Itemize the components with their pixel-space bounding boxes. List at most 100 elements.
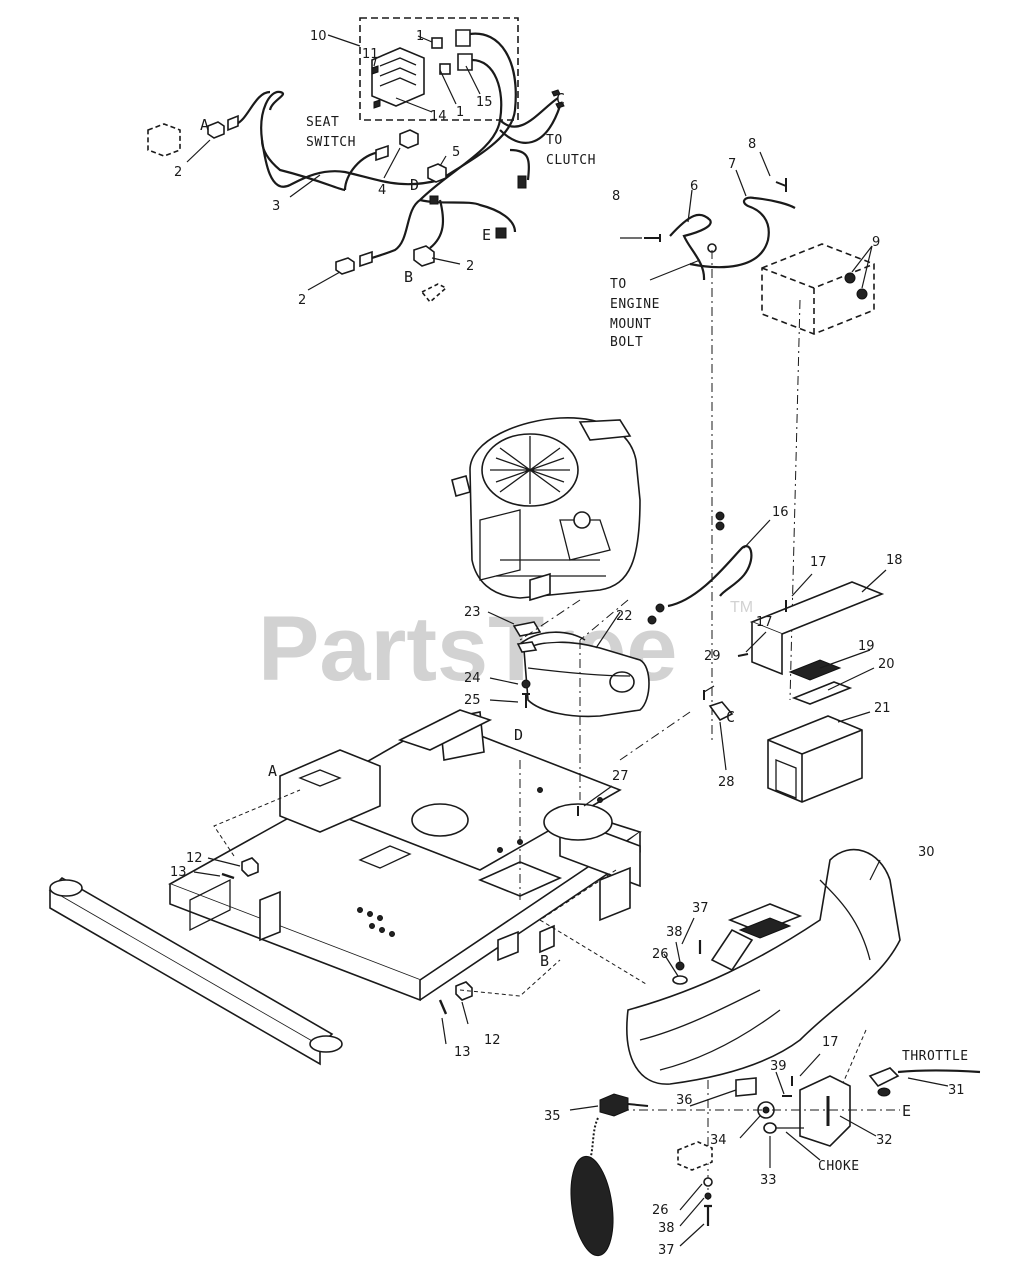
callout-31: 31 xyxy=(948,1083,965,1098)
callout-12b: 12 xyxy=(484,1033,501,1048)
relay-15 xyxy=(455,29,473,71)
callout-5: 5 xyxy=(452,145,460,160)
bolt-25 xyxy=(522,693,530,708)
text-labels: SEAT SWITCH TO CLUTCH TO ENGINE MOUNT BO… xyxy=(306,115,968,1174)
letter-c-bracket: C xyxy=(726,708,735,726)
seat-switch-label-1: SEAT xyxy=(306,115,339,130)
wiring-harness-group xyxy=(147,17,565,304)
callout-4: 4 xyxy=(378,183,386,198)
control-panel-group xyxy=(569,1053,981,1257)
engine-group xyxy=(451,417,641,602)
console-group xyxy=(539,848,901,1200)
cable-16-group xyxy=(647,511,771,771)
letter-e-top: E xyxy=(482,226,491,244)
washer-38b xyxy=(704,1192,712,1200)
switch-2a xyxy=(207,121,225,139)
callout-26a: 26 xyxy=(652,947,669,962)
callout-16: 16 xyxy=(772,505,789,520)
callout-22: 22 xyxy=(616,609,633,624)
callout-32: 32 xyxy=(876,1133,893,1148)
callout-18: 18 xyxy=(886,553,903,568)
callout-17c: 17 xyxy=(822,1035,839,1050)
console-30 xyxy=(626,848,901,1085)
letter-d-frame: D xyxy=(514,726,523,744)
battery-ghost xyxy=(761,243,875,335)
letter-b-frame: B xyxy=(540,952,549,970)
letter-a-top: A xyxy=(200,116,209,134)
callout-3: 3 xyxy=(272,199,280,214)
switch-2c xyxy=(335,257,355,275)
key-fob xyxy=(570,1155,614,1257)
battery-21 xyxy=(767,715,863,803)
oil-fill xyxy=(451,475,471,497)
fuse-11 xyxy=(371,65,381,109)
pad-20 xyxy=(791,681,853,705)
callout-30: 30 xyxy=(918,845,935,860)
bolt-37b xyxy=(704,1204,712,1226)
callout-36: 36 xyxy=(676,1093,693,1108)
callout-20: 20 xyxy=(878,657,895,672)
callout-13b: 13 xyxy=(454,1045,471,1060)
pto-switch-ghost xyxy=(147,123,181,157)
side-plate-a xyxy=(279,749,381,833)
callout-33: 33 xyxy=(760,1173,777,1188)
callout-19: 19 xyxy=(858,639,875,654)
bracket-32 xyxy=(799,1075,851,1147)
letter-b-top: B xyxy=(404,268,413,286)
seat-switch-label-2: SWITCH xyxy=(306,135,356,150)
letter-d-top: D xyxy=(410,176,419,194)
callout-7: 7 xyxy=(728,157,736,172)
bolt-13b xyxy=(438,999,448,1015)
gasket-23 xyxy=(512,621,542,637)
callout-29: 29 xyxy=(704,649,721,664)
frame-group xyxy=(48,640,691,1066)
clip-12a xyxy=(241,857,259,877)
callout-24: 24 xyxy=(464,671,481,686)
callout-6: 6 xyxy=(690,179,698,194)
callout-9: 9 xyxy=(872,235,880,250)
connector-a xyxy=(227,114,239,132)
muffler xyxy=(523,641,650,718)
letter-a-frame: A xyxy=(268,762,277,780)
letter-c-top: C xyxy=(556,90,565,108)
relay-1b xyxy=(439,63,451,75)
callout-38a: 38 xyxy=(666,925,683,940)
reference-letters: A A B B C C D D E E xyxy=(200,90,911,1120)
key-35 xyxy=(599,1093,629,1117)
bolt-13a xyxy=(221,872,235,880)
callout-1b: 1 xyxy=(456,105,464,120)
clip-12b xyxy=(455,981,473,1001)
callout-10: 10 xyxy=(310,29,327,44)
callout-27: 27 xyxy=(612,769,629,784)
bracket-28 xyxy=(708,701,734,722)
callout-numbers: 1 1 2 2 2 3 4 5 6 7 8 8 9 10 11 12 12 13… xyxy=(170,29,965,1258)
callout-14: 14 xyxy=(430,109,447,124)
callout-2b: 2 xyxy=(466,259,474,274)
callout-35: 35 xyxy=(544,1109,561,1124)
callout-1a: 1 xyxy=(416,29,424,44)
callout-2c: 2 xyxy=(298,293,306,308)
callout-26b: 26 xyxy=(652,1203,669,1218)
engine-mount-label-2: ENGINE xyxy=(610,297,660,312)
callout-37a: 37 xyxy=(692,901,709,916)
washer-26a xyxy=(672,975,688,985)
washer-24 xyxy=(521,679,531,689)
callout-11: 11 xyxy=(362,47,379,62)
cable-7 xyxy=(689,196,796,269)
seat-connector xyxy=(375,144,389,162)
callout-28: 28 xyxy=(718,775,735,790)
clutch-connector xyxy=(517,175,527,189)
callout-38b: 38 xyxy=(658,1221,675,1236)
washer-38a xyxy=(675,961,685,971)
battery-cables-group xyxy=(620,151,875,740)
callout-8a: 8 xyxy=(612,189,620,204)
module-dashed-box xyxy=(359,17,519,121)
throttle-31 xyxy=(868,1067,900,1088)
switch-2b xyxy=(413,245,435,267)
callout-25: 25 xyxy=(464,693,481,708)
cable-6 xyxy=(669,213,712,281)
callout-15: 15 xyxy=(476,95,493,110)
engine-mount-label-1: TO xyxy=(610,277,627,292)
callout-2a: 2 xyxy=(174,165,182,180)
seat-switch-4 xyxy=(399,129,419,149)
